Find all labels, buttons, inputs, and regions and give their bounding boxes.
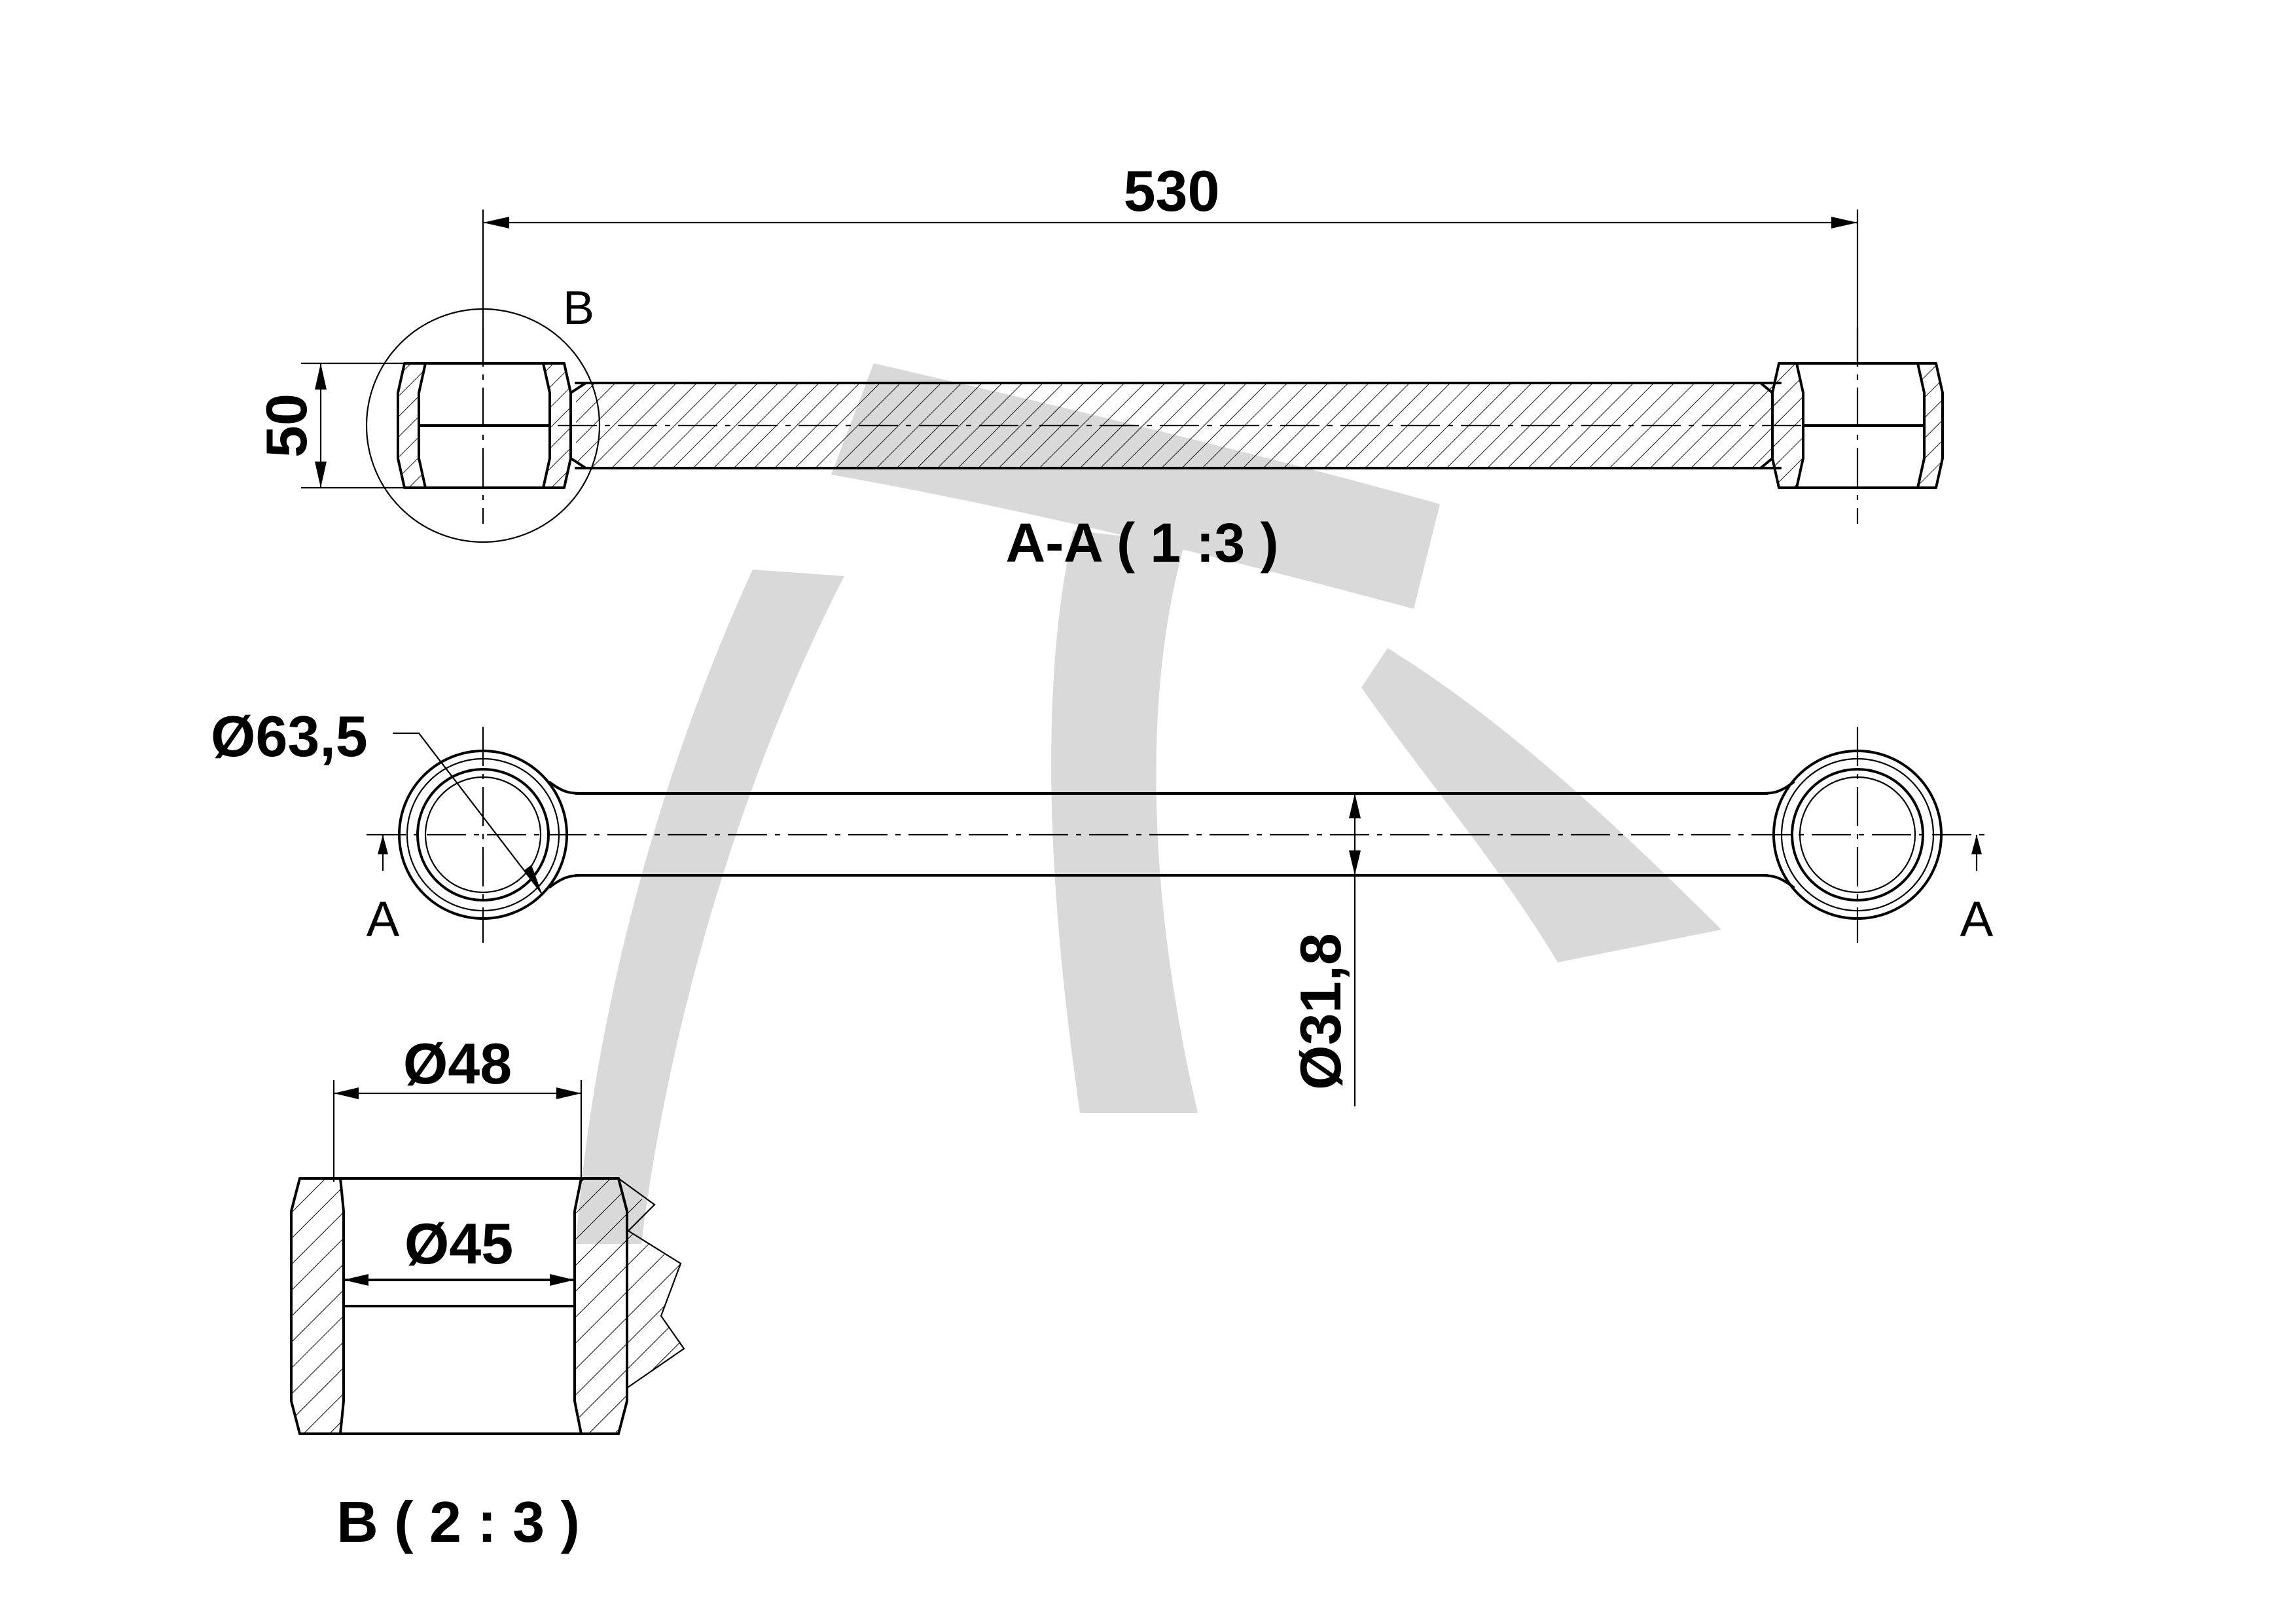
watermark-right-stroke bbox=[1361, 648, 1721, 962]
watermark-logo bbox=[576, 363, 1721, 1244]
tube-diameter-label: Ø31,8 bbox=[1288, 933, 1353, 1090]
section-mark-right: A bbox=[1960, 835, 1994, 947]
left-eye-section bbox=[397, 362, 587, 489]
eye-diameter-label: Ø63,5 bbox=[211, 704, 368, 769]
length-dimension-label: 530 bbox=[1124, 158, 1220, 223]
watermark-left-stroke bbox=[576, 570, 844, 1244]
detail-inner-dimension-label: Ø45 bbox=[404, 1211, 513, 1276]
detail-outer-dimension-label: Ø48 bbox=[403, 1031, 512, 1096]
section-mark-left-label: A bbox=[367, 892, 400, 947]
section-mark-left: A bbox=[367, 835, 400, 947]
detail-b-caption: B ( 2 : 3 ) bbox=[336, 1489, 580, 1554]
section-mark-right-label: A bbox=[1960, 892, 1994, 947]
detail-outer-dimension: Ø48 bbox=[332, 1031, 583, 1182]
height-dimension-label: 50 bbox=[254, 393, 319, 458]
detail-inner-dimension: Ø45 bbox=[344, 1211, 575, 1286]
main-view: Ø63,5 Ø31,8 A A bbox=[211, 704, 1994, 1106]
detail-b-marker: B bbox=[563, 282, 594, 335]
eye-diameter-callout: Ø63,5 bbox=[211, 704, 543, 894]
right-eye-section bbox=[1759, 362, 1944, 489]
length-dimension: 530 bbox=[482, 158, 1859, 367]
tube-diameter-dimension: Ø31,8 bbox=[1288, 793, 1361, 1106]
watermark-middle-stroke bbox=[1051, 530, 1198, 1113]
detail-b-view: Ø48 Ø45 B ( 2 : 3 ) bbox=[290, 1031, 685, 1554]
section-a-a-view: B 530 50 A-A ( 1 :3 ) bbox=[254, 158, 1944, 574]
section-a-a-caption: A-A ( 1 :3 ) bbox=[1006, 512, 1279, 574]
height-dimension: 50 bbox=[254, 362, 406, 489]
